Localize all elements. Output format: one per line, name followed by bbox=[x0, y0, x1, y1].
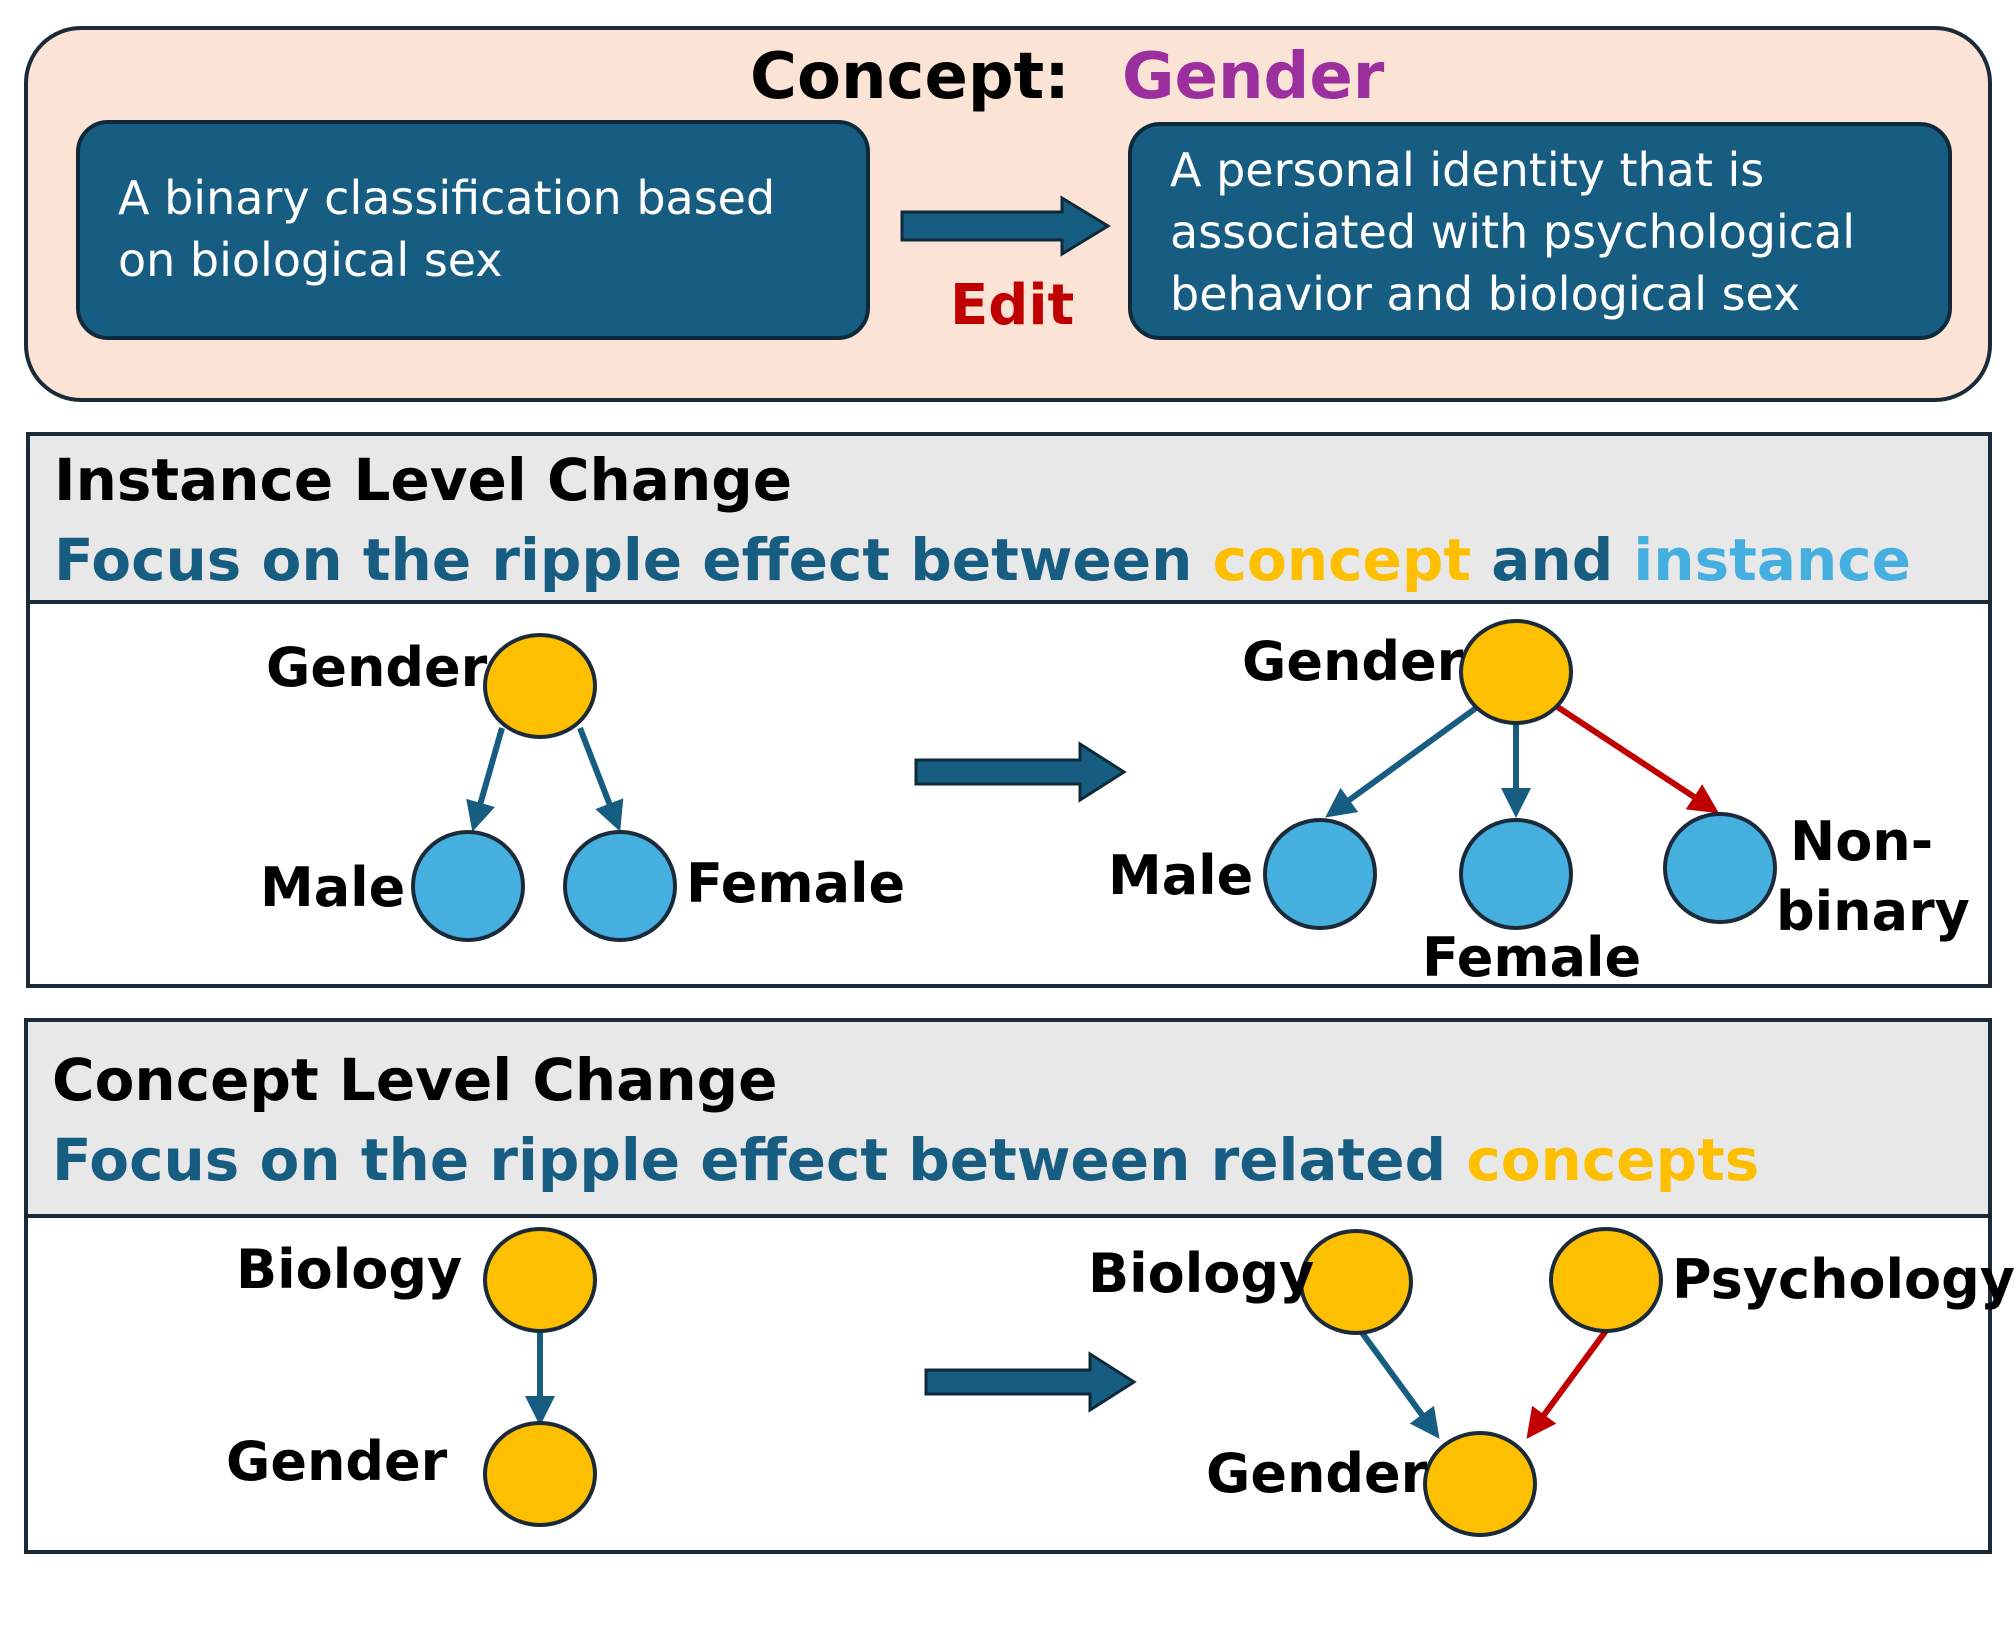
node-psychology-after bbox=[1549, 1227, 1663, 1333]
label-gender-concept-after: Gender bbox=[1206, 1442, 1428, 1505]
node-male bbox=[411, 830, 525, 942]
concept-heading-value: Gender bbox=[1122, 40, 1385, 114]
node-biology-after bbox=[1299, 1229, 1413, 1335]
concept-edit-panel: Concept: Gender A binary classification … bbox=[24, 26, 1992, 402]
label-gender-concept: Gender bbox=[226, 1430, 448, 1493]
instance-panel-title: Instance Level Change bbox=[54, 446, 792, 514]
node-gender-after bbox=[1459, 619, 1573, 725]
label-nonbinary-after: Non- binary bbox=[1776, 810, 1970, 943]
node-gender-concept bbox=[483, 1421, 597, 1527]
label-male-after: Male bbox=[1108, 844, 1253, 907]
old-definition-box bbox=[76, 120, 870, 340]
label-female: Female bbox=[686, 852, 905, 915]
new-definition-box bbox=[1128, 122, 1952, 340]
instance-after-graph: Gender Male Female Non- binary bbox=[1108, 619, 1970, 989]
concept-level-panel: Concept Level Change Focus on the ripple… bbox=[24, 1018, 2015, 1554]
label-male: Male bbox=[260, 856, 405, 919]
edge-gender-nonbinary-after bbox=[1554, 703, 1720, 814]
edit-arrow bbox=[900, 195, 1111, 257]
label-gender: Gender bbox=[266, 636, 488, 699]
edge-gender-male bbox=[466, 727, 505, 832]
label-gender-after: Gender bbox=[1242, 630, 1464, 693]
node-female bbox=[563, 830, 677, 942]
concept-panel-title: Concept Level Change bbox=[52, 1046, 778, 1114]
edit-label: Edit bbox=[950, 273, 1074, 338]
node-biology bbox=[483, 1227, 597, 1333]
edge-psychology-gender-after bbox=[1526, 1326, 1611, 1439]
concept-heading-label: Concept: bbox=[750, 40, 1070, 114]
instance-transition-arrow bbox=[914, 741, 1127, 803]
new-definition-text: A personal identity that is associated w… bbox=[1170, 143, 1870, 321]
node-nonbinary-after bbox=[1663, 812, 1777, 924]
label-psychology-after: Psychology bbox=[1672, 1248, 2015, 1311]
label-biology-after: Biology bbox=[1088, 1242, 1314, 1305]
edge-biology-gender-after bbox=[1357, 1328, 1440, 1439]
node-gender bbox=[483, 633, 597, 739]
instance-level-panel: Instance Level Change Focus on the rippl… bbox=[26, 432, 1992, 989]
label-female-after: Female bbox=[1422, 926, 1641, 989]
node-male-after bbox=[1263, 818, 1377, 930]
instance-before-graph: Gender Male Female bbox=[260, 633, 905, 942]
old-definition-text: A binary classification based on biologi… bbox=[118, 171, 790, 287]
instance-panel-subtitle: Focus on the ripple effect between conce… bbox=[54, 526, 1911, 594]
node-gender-concept-after bbox=[1423, 1431, 1537, 1537]
edge-gender-female bbox=[577, 726, 624, 832]
label-biology: Biology bbox=[236, 1238, 462, 1301]
edge-gender-male-after bbox=[1325, 705, 1478, 818]
node-female-after bbox=[1459, 818, 1573, 930]
concept-transition-arrow bbox=[924, 1351, 1137, 1413]
concept-panel-subtitle: Focus on the ripple effect between relat… bbox=[52, 1126, 1759, 1194]
concept-after-graph: Biology Psychology Gender bbox=[1088, 1227, 2015, 1537]
concept-before-graph: Biology Gender bbox=[226, 1227, 597, 1527]
